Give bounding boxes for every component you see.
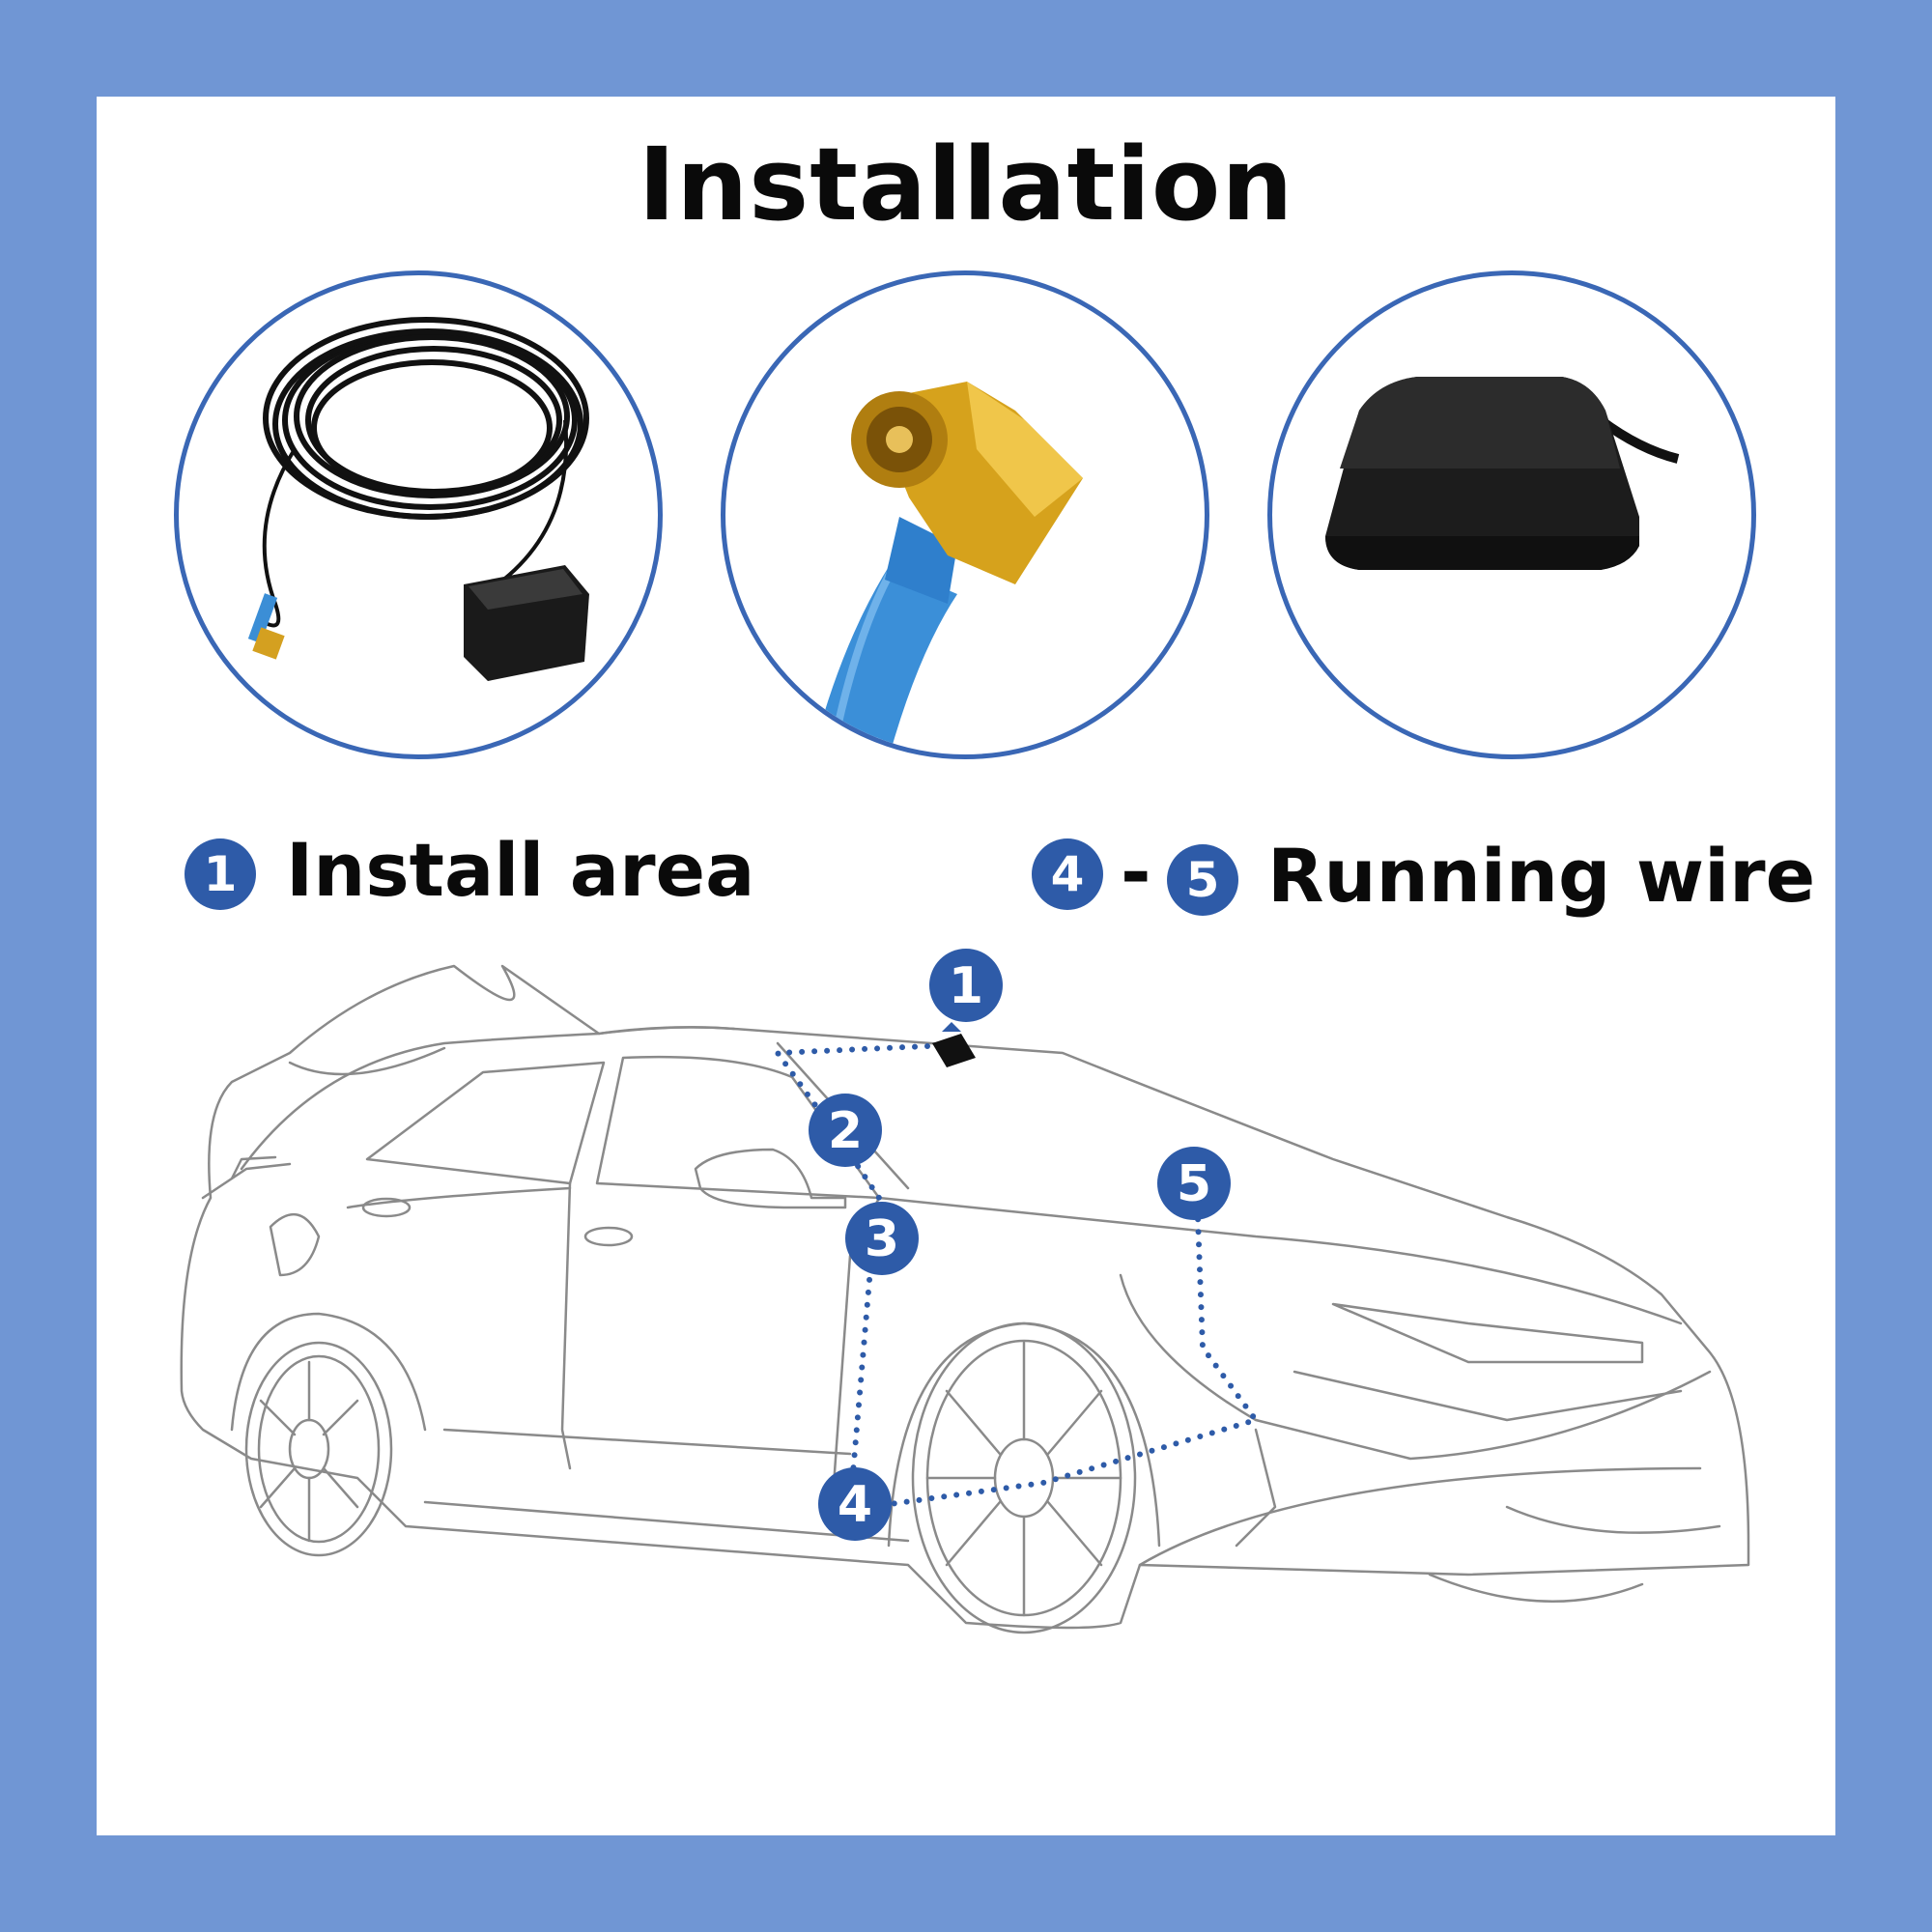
marker-5: 5 xyxy=(1157,1147,1231,1220)
legend-dash: - xyxy=(1121,829,1151,915)
legend-badge-running-start: 4 xyxy=(1032,838,1103,910)
marker-3: 3 xyxy=(845,1202,919,1275)
svg-text:4: 4 xyxy=(838,1476,872,1534)
legend-badge-install: 1 xyxy=(185,838,256,910)
page-title: Installation xyxy=(638,126,1294,243)
legend-running-label: Running wire xyxy=(1267,833,1816,919)
legend-install-label: Install area xyxy=(286,827,755,913)
antenna-puck-photo xyxy=(1267,270,1756,759)
marker-1: 1 xyxy=(929,949,1003,1022)
marker-4: 4 xyxy=(818,1467,892,1541)
svg-text:2: 2 xyxy=(828,1102,863,1160)
svg-text:5: 5 xyxy=(1177,1155,1211,1213)
legend-badge-running-end: 5 xyxy=(1167,844,1238,916)
svg-text:3: 3 xyxy=(865,1210,899,1268)
marker-2: 2 xyxy=(809,1094,882,1167)
connector-photo xyxy=(721,270,1209,759)
cable-coil-photo xyxy=(174,270,663,759)
svg-text:1: 1 xyxy=(949,957,983,1015)
